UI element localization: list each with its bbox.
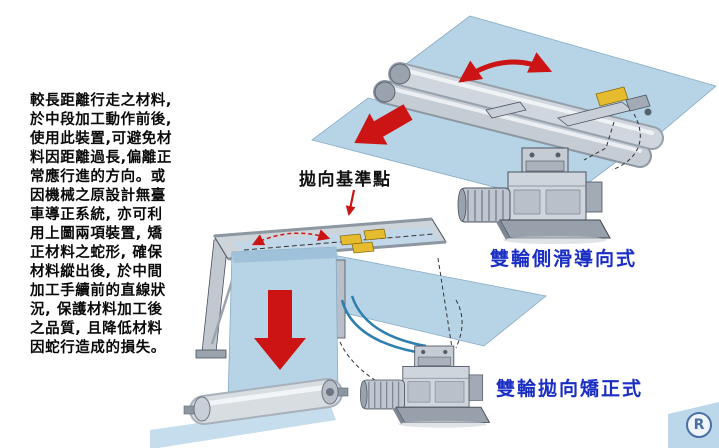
motor-unit-bottom — [359, 345, 491, 429]
guide-rollers — [373, 62, 664, 168]
description-text: 較長距離行走之材料, 於中段加工動作前後, 使用此裝置,可避免材 料因距離過長,… — [30, 93, 173, 356]
reference-point-label: 拋向基準點 — [299, 170, 392, 190]
side-slip-guide-unit — [311, 15, 717, 245]
web-sheet-bottom-left — [150, 404, 336, 448]
guide-blocks — [339, 228, 387, 254]
idle-roller — [183, 378, 349, 425]
web-down-arrow-icon — [254, 290, 306, 370]
oscillation-arrow-icon — [458, 52, 553, 83]
side-slip-actuator — [557, 86, 652, 127]
registered-trademark-icon: R — [686, 412, 712, 438]
deck-oscillation-arrow-icon — [251, 229, 331, 246]
roller-clamp — [485, 101, 527, 119]
throw-correction-label: 雙輪拋向矯正式 — [496, 378, 644, 400]
reference-pointer-arrow-icon — [345, 189, 356, 216]
actuator-linkage-dashes — [583, 113, 641, 171]
side-slip-guide-label: 雙輪側滑導向式 — [490, 248, 638, 270]
hose-blue — [340, 295, 427, 354]
throw-correction-unit — [150, 189, 547, 448]
web-feed-arrow-icon — [354, 104, 413, 145]
